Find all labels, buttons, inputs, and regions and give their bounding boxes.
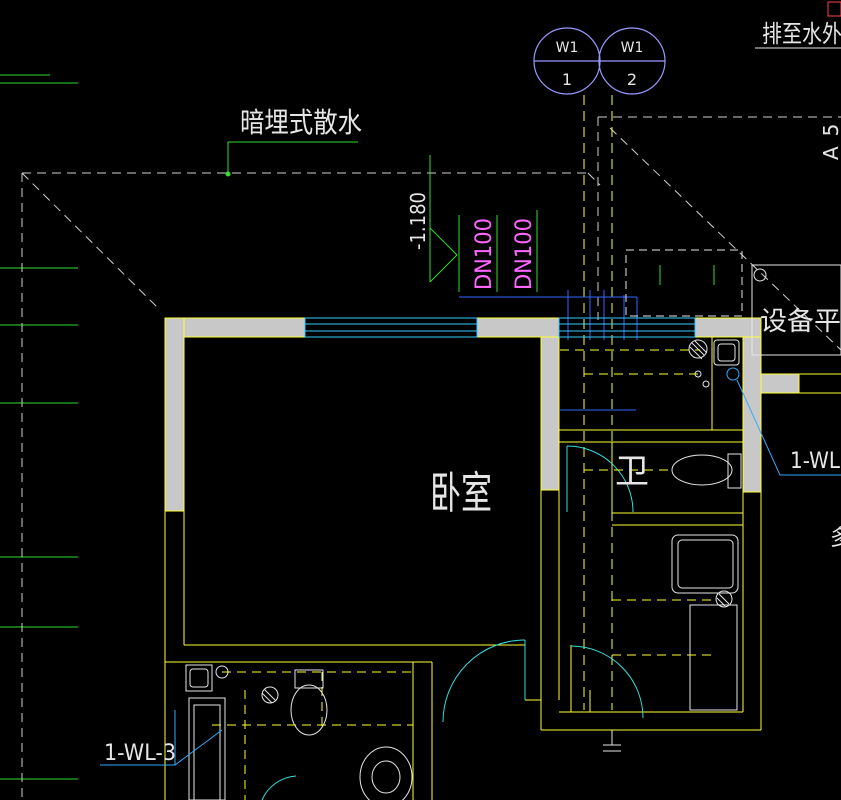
- pipe-marker-1-bottom: 1: [562, 70, 572, 89]
- edge-label-right-2: 多: [830, 526, 841, 551]
- doors: [261, 445, 644, 800]
- drain-note: 排至水外: [755, 1, 841, 49]
- riser-leaders: [100, 367, 841, 766]
- bathroom-label: 卫: [615, 452, 649, 492]
- bedroom-label: 卧室: [430, 468, 492, 519]
- walls: [164, 317, 800, 512]
- wall-lines: [164, 337, 841, 800]
- apron-leader: [225, 141, 358, 177]
- equipment-platform: [625, 249, 841, 356]
- window-bath: [558, 317, 696, 338]
- pipe-size-leaders: [458, 210, 538, 292]
- pipe-marker-2: W1 2: [598, 27, 666, 95]
- left-grid-ticks: [0, 74, 78, 780]
- pipe-size-1: DN100: [472, 218, 497, 290]
- riser-lines: [583, 95, 613, 710]
- riser-label-right: 1-WL: [790, 449, 841, 474]
- window-bedroom: [304, 317, 478, 338]
- internal-pipe-runs: [212, 349, 716, 800]
- pipe-size-2: DN100: [512, 218, 537, 290]
- pipe-marker-2-top: W1: [621, 40, 644, 56]
- equipment-label: 设备平: [760, 307, 841, 337]
- elevation-marker: [429, 155, 458, 283]
- ground-symbol: [603, 730, 621, 752]
- fixtures: [185, 339, 742, 800]
- drain-note-text: 排至水外: [762, 20, 841, 48]
- apron-outline: [21, 116, 841, 800]
- elevation-label: -1.180: [406, 192, 430, 250]
- pipe-marker-2-bottom: 2: [627, 70, 637, 89]
- riser-label-left: 1-WL-3: [104, 741, 176, 766]
- pipe-marker-1-top: W1: [556, 40, 579, 56]
- pipe-marker-1: W1 1: [533, 27, 601, 95]
- apron-label: 暗埋式散水: [240, 106, 362, 139]
- edge-label-right: A_5: [819, 124, 841, 160]
